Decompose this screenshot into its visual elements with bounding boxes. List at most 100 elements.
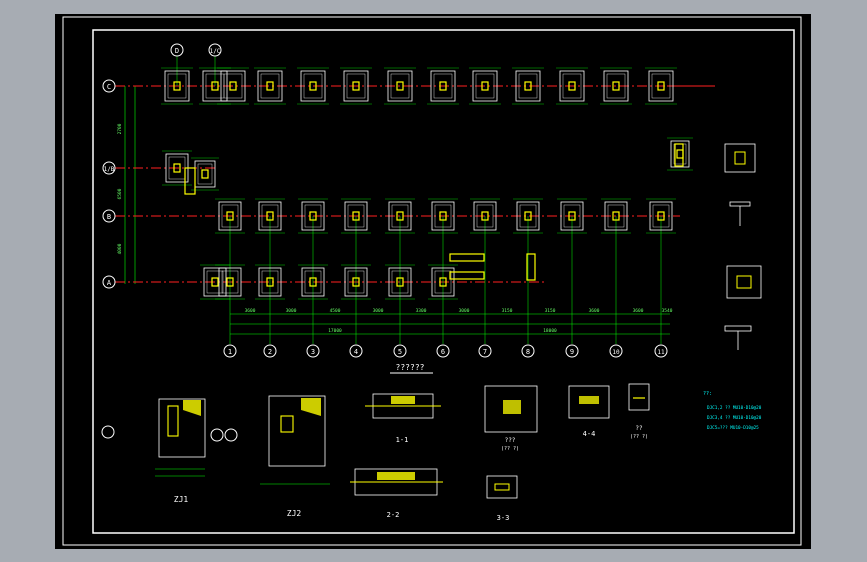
side-detail <box>729 201 751 207</box>
footing-outline <box>218 201 242 231</box>
section-titles: ZJ1 ZJ2 1-1 2-2 3-3 4-4 ??? (?? ?) ?? (?… <box>101 425 648 522</box>
footing-step <box>562 73 582 99</box>
detail-b-title: ?? <box>635 425 643 432</box>
footing-outline <box>344 267 368 297</box>
span-label: 3600 <box>589 308 600 314</box>
footing-step <box>391 270 409 294</box>
footing-outline <box>203 267 227 297</box>
footing-step <box>476 204 494 228</box>
column-stub <box>439 277 447 287</box>
dimension-lines <box>124 86 670 335</box>
footing-outline <box>604 201 628 231</box>
footing-step <box>304 270 322 294</box>
footing-step <box>563 204 581 228</box>
footing-step <box>652 204 670 228</box>
tie-beam <box>526 253 536 281</box>
footing-step <box>221 204 239 228</box>
footing-outline <box>300 70 326 102</box>
top-axis-D: D <box>175 47 179 55</box>
column-stub <box>266 211 274 221</box>
footing-step <box>261 270 279 294</box>
footing-step <box>304 204 322 228</box>
column-stub <box>266 277 274 287</box>
footing-step <box>346 73 366 99</box>
footing-step <box>434 270 452 294</box>
footing-outline <box>164 70 190 102</box>
s33-outline <box>486 475 518 499</box>
column-stub <box>309 81 317 91</box>
row-axis-1B: 1/B <box>104 166 115 173</box>
column-stub <box>211 81 219 91</box>
footing-outline <box>220 70 246 102</box>
zj1-core <box>167 405 179 437</box>
footing-step <box>606 73 626 99</box>
span-label: 3600 <box>245 308 256 314</box>
column-stub <box>612 81 620 91</box>
footing-step <box>434 204 452 228</box>
side-detail <box>724 325 752 332</box>
side-detail <box>724 143 756 173</box>
total-span-label-2: 18000 <box>543 328 557 334</box>
col-axis-9: 9 <box>570 348 574 356</box>
inner-border <box>92 29 795 534</box>
footing-step <box>518 73 538 99</box>
footing-step <box>221 270 239 294</box>
footing-outline <box>560 201 584 231</box>
column-stub <box>439 211 447 221</box>
section-title-zj2: ZJ2 <box>287 509 302 518</box>
col-axis-1: 1 <box>228 348 232 356</box>
footing-step <box>475 73 495 99</box>
footing-outline <box>559 70 585 102</box>
footing-step <box>261 204 279 228</box>
side-detail <box>726 265 762 299</box>
footing-step <box>607 204 625 228</box>
footing-outline <box>301 201 325 231</box>
footing-outline <box>473 201 497 231</box>
col-axis-4: 4 <box>354 348 358 356</box>
row-span-label: 6500 <box>117 188 123 199</box>
footing-outline <box>387 70 413 102</box>
column-stub <box>396 277 404 287</box>
footing-outline <box>301 267 325 297</box>
detaila-outline <box>484 385 538 433</box>
footing-step <box>223 73 243 99</box>
footing-step <box>651 73 671 99</box>
footing-outline <box>430 70 456 102</box>
plan-title: ?????? <box>396 363 425 372</box>
footing-outline <box>603 70 629 102</box>
span-label: 3540 <box>662 308 673 314</box>
col-axis-3: 3 <box>311 348 315 356</box>
zj2-core <box>280 415 294 433</box>
footing-step <box>433 73 453 99</box>
column-stub <box>229 81 237 91</box>
cad-viewport: C 1/B B A D 1/C 1 2 3 4 5 6 7 8 9 10 <box>55 14 811 549</box>
side-detail-core <box>736 275 752 289</box>
notes-line: DJC3,4 ?? MU10-D10@20 <box>707 415 762 421</box>
section-title-zj1: ZJ1 <box>174 495 189 504</box>
total-span-label: 17000 <box>328 328 342 334</box>
footing-outline <box>257 70 283 102</box>
s44-outline <box>568 385 610 419</box>
column-axis-bubbles: 1 2 3 4 5 6 7 8 9 10 11 <box>223 344 668 358</box>
col-axis-7: 7 <box>483 348 487 356</box>
column-stub <box>309 211 317 221</box>
footing-step <box>206 270 224 294</box>
detail-a-subtitle: (?? ?) <box>501 446 519 452</box>
column-stub <box>676 149 684 159</box>
footing-step <box>197 163 213 185</box>
column-stub <box>568 211 576 221</box>
footing-step <box>260 73 280 99</box>
span-label: 3150 <box>502 308 513 314</box>
zj2-plan <box>268 395 326 467</box>
column-stub <box>173 81 181 91</box>
footing-outline <box>343 70 369 102</box>
top-axis-bubbles: D 1/C <box>170 43 222 57</box>
footing-outline <box>258 201 282 231</box>
span-label: 3300 <box>416 308 427 314</box>
detail-axis-bubble <box>224 428 238 442</box>
section-title-4-4: 4-4 <box>583 430 596 438</box>
span-label: 3000 <box>373 308 384 314</box>
column-stub <box>266 81 274 91</box>
column-stub <box>173 163 181 173</box>
footing-outline <box>431 267 455 297</box>
